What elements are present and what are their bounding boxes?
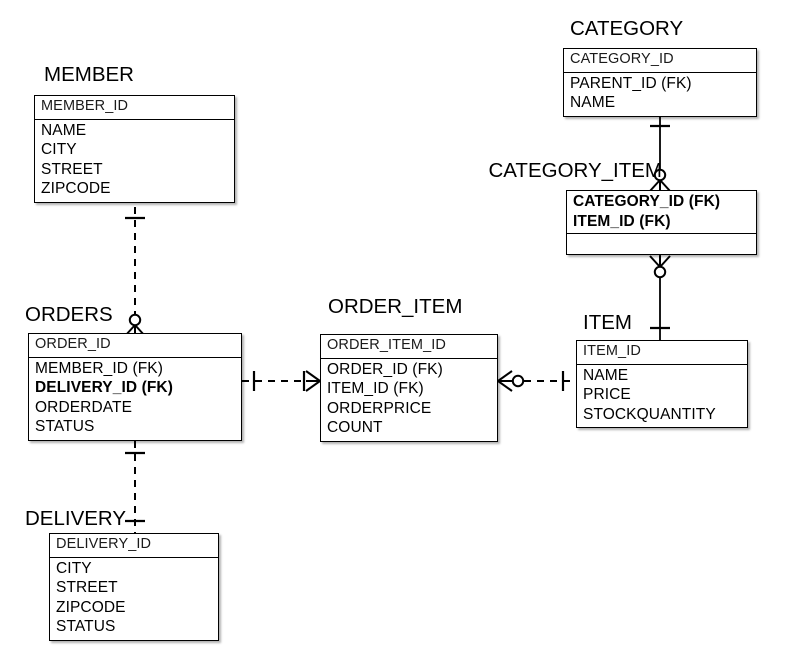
attribute-member-2: STREET (41, 160, 103, 178)
entity-orders[interactable]: ORDER_ID MEMBER_ID (FK) DELIVERY_ID (FK)… (28, 333, 242, 441)
attribute-item-0: NAME (583, 366, 629, 384)
relationship-orders-order-item (242, 370, 321, 392)
attribute-category-pk-0: CATEGORY_ID (570, 51, 674, 67)
attribute-orders-2: ORDERDATE (35, 398, 133, 416)
entity-category-attr-section: PARENT_ID (FK) NAME (564, 73, 756, 116)
attribute-delivery-2: ZIPCODE (56, 598, 126, 616)
attribute-delivery-3: STATUS (56, 618, 116, 635)
entity-title-order-item: ORDER_ITEM (328, 295, 463, 318)
entity-item-attr-section: NAME PRICE STOCKQUANTITY (577, 365, 747, 428)
attribute-category-0: PARENT_ID (FK) (570, 74, 692, 92)
relationship-member-orders (124, 207, 146, 337)
attribute-item-2: STOCKQUANTITY (583, 405, 716, 423)
attribute-order-item-3: COUNT (327, 419, 383, 436)
attribute-order-item-0: ORDER_ID (FK) (327, 360, 443, 378)
entity-category-item-attr-section (567, 234, 756, 254)
attribute-item-pk-0: ITEM_ID (583, 343, 641, 359)
entity-order-item[interactable]: ORDER_ITEM_ID ORDER_ID (FK) ITEM_ID (FK)… (320, 334, 498, 442)
attribute-item-1: PRICE (583, 386, 631, 403)
entity-category[interactable]: CATEGORY_ID PARENT_ID (FK) NAME (563, 48, 757, 117)
entity-delivery-attr-section: CITY STREET ZIPCODE STATUS (50, 558, 218, 640)
attribute-orders-0: MEMBER_ID (FK) (35, 359, 163, 377)
attribute-category-item-pk-1: ITEM_ID (FK) (573, 212, 671, 230)
attribute-member-0: NAME (41, 121, 87, 139)
entity-title-category-item: CATEGORY_ITEM (488, 159, 662, 182)
attribute-member-3: ZIPCODE (41, 180, 111, 197)
attribute-delivery-0: CITY (56, 559, 92, 577)
attribute-orders-3: STATUS (35, 418, 95, 435)
attribute-orders-1: DELIVERY_ID (FK) (35, 379, 173, 396)
attribute-delivery-1: STREET (56, 579, 118, 596)
relationship-orders-delivery (125, 441, 145, 533)
entity-order-item-pk-section: ORDER_ITEM_ID (321, 335, 497, 359)
entity-delivery-pk-section: DELIVERY_ID (50, 534, 218, 558)
entity-category-item[interactable]: CATEGORY_ID (FK) ITEM_ID (FK) (566, 190, 757, 255)
entity-member-attr-section: NAME CITY STREET ZIPCODE (35, 120, 234, 202)
attribute-order-item-1: ITEM_ID (FK) (327, 380, 424, 397)
entity-order-item-attr-section: ORDER_ID (FK) ITEM_ID (FK) ORDERPRICE CO… (321, 359, 497, 441)
attribute-category-item-pk-0: CATEGORY_ID (FK) (573, 193, 721, 210)
attribute-member-pk-0: MEMBER_ID (41, 98, 129, 114)
entity-category-item-pk-section: CATEGORY_ID (FK) ITEM_ID (FK) (567, 191, 756, 234)
entity-title-category: CATEGORY (570, 17, 684, 40)
entity-category-pk-section: CATEGORY_ID (564, 49, 756, 73)
entity-title-orders: ORDERS (25, 303, 113, 326)
attribute-order-item-pk-0: ORDER_ITEM_ID (327, 337, 446, 353)
entity-member[interactable]: MEMBER_ID NAME CITY STREET ZIPCODE (34, 95, 235, 203)
attribute-delivery-pk-0: DELIVERY_ID (56, 536, 152, 552)
relationship-order-item-item (497, 370, 576, 392)
entity-title-item: ITEM (583, 311, 632, 334)
entity-title-member: MEMBER (44, 63, 134, 86)
attribute-orders-pk-0: ORDER_ID (35, 336, 111, 352)
relationship-category-item-item (649, 255, 671, 340)
attribute-category-1: NAME (570, 94, 616, 111)
attribute-member-1: CITY (41, 141, 77, 158)
entity-delivery[interactable]: DELIVERY_ID CITY STREET ZIPCODE STATUS (49, 533, 219, 641)
entity-orders-pk-section: ORDER_ID (29, 334, 241, 358)
entity-member-pk-section: MEMBER_ID (35, 96, 234, 120)
entity-item-pk-section: ITEM_ID (577, 341, 747, 365)
attribute-order-item-2: ORDERPRICE (327, 399, 432, 417)
entity-title-delivery: DELIVERY (25, 507, 127, 530)
entity-item[interactable]: ITEM_ID NAME PRICE STOCKQUANTITY (576, 340, 748, 428)
entity-orders-attr-section: MEMBER_ID (FK) DELIVERY_ID (FK) ORDERDAT… (29, 358, 241, 440)
